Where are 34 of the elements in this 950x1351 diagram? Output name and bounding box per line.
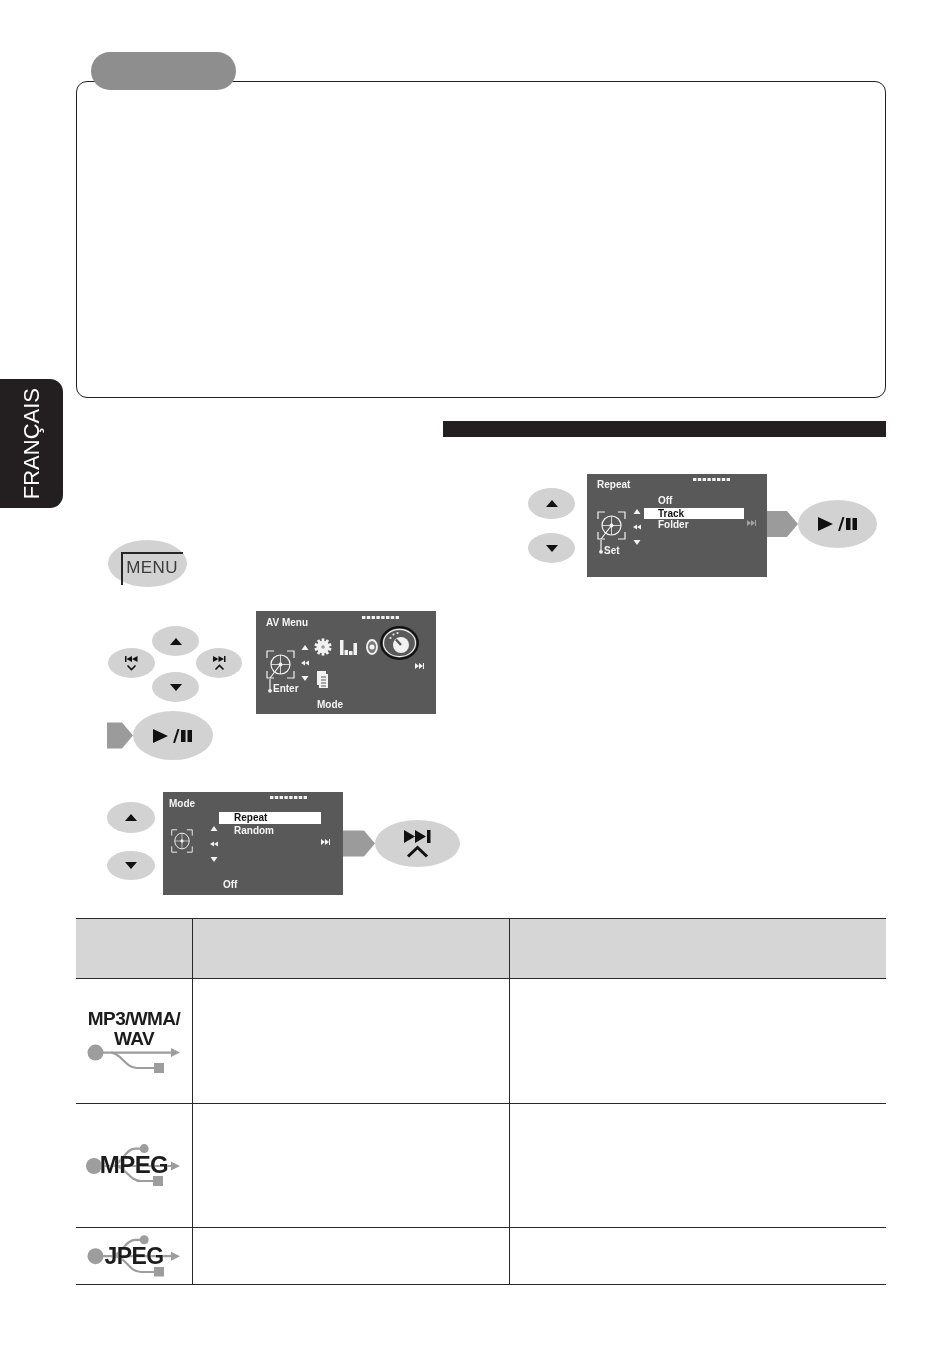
menu-option: Off bbox=[658, 495, 673, 506]
heading-bar bbox=[443, 421, 886, 437]
screen-text: Set bbox=[604, 545, 620, 556]
arrow bbox=[107, 722, 133, 749]
heading-tab bbox=[91, 52, 236, 90]
arrow bbox=[343, 830, 375, 857]
screen-text: Mode bbox=[317, 699, 344, 710]
screen-text: Off bbox=[223, 879, 238, 890]
up-button bbox=[528, 488, 575, 519]
menu-option: Random bbox=[234, 825, 274, 836]
format-label: JPEG bbox=[104, 1244, 164, 1268]
menu-option: Folder bbox=[658, 519, 689, 530]
format-label: MPEG bbox=[99, 1153, 169, 1177]
side-tab bbox=[0, 379, 63, 508]
skip-back-button bbox=[108, 648, 155, 678]
screen-title: Repeat bbox=[597, 479, 631, 490]
skip-forward-button bbox=[196, 648, 242, 678]
menu-button: MENU bbox=[108, 540, 187, 587]
selected-menu-item: Repeat bbox=[219, 812, 321, 824]
arrow bbox=[767, 511, 798, 537]
down-button bbox=[107, 851, 155, 880]
lcd-screen bbox=[256, 611, 436, 714]
language-label: FRANÇAIS bbox=[20, 387, 43, 500]
screen-title: Mode bbox=[169, 798, 196, 809]
lcd-screen bbox=[587, 474, 767, 577]
screen-text: Enter bbox=[273, 683, 299, 694]
screen-title: AV Menu bbox=[266, 617, 309, 628]
up-button bbox=[152, 626, 199, 656]
format-label: MP3/WMA/ WAV bbox=[86, 1009, 182, 1049]
down-button bbox=[152, 672, 199, 702]
lcd-screen bbox=[163, 792, 343, 895]
down-button bbox=[528, 533, 575, 563]
selected-menu-item: Track bbox=[644, 508, 744, 519]
up-button bbox=[107, 802, 155, 833]
